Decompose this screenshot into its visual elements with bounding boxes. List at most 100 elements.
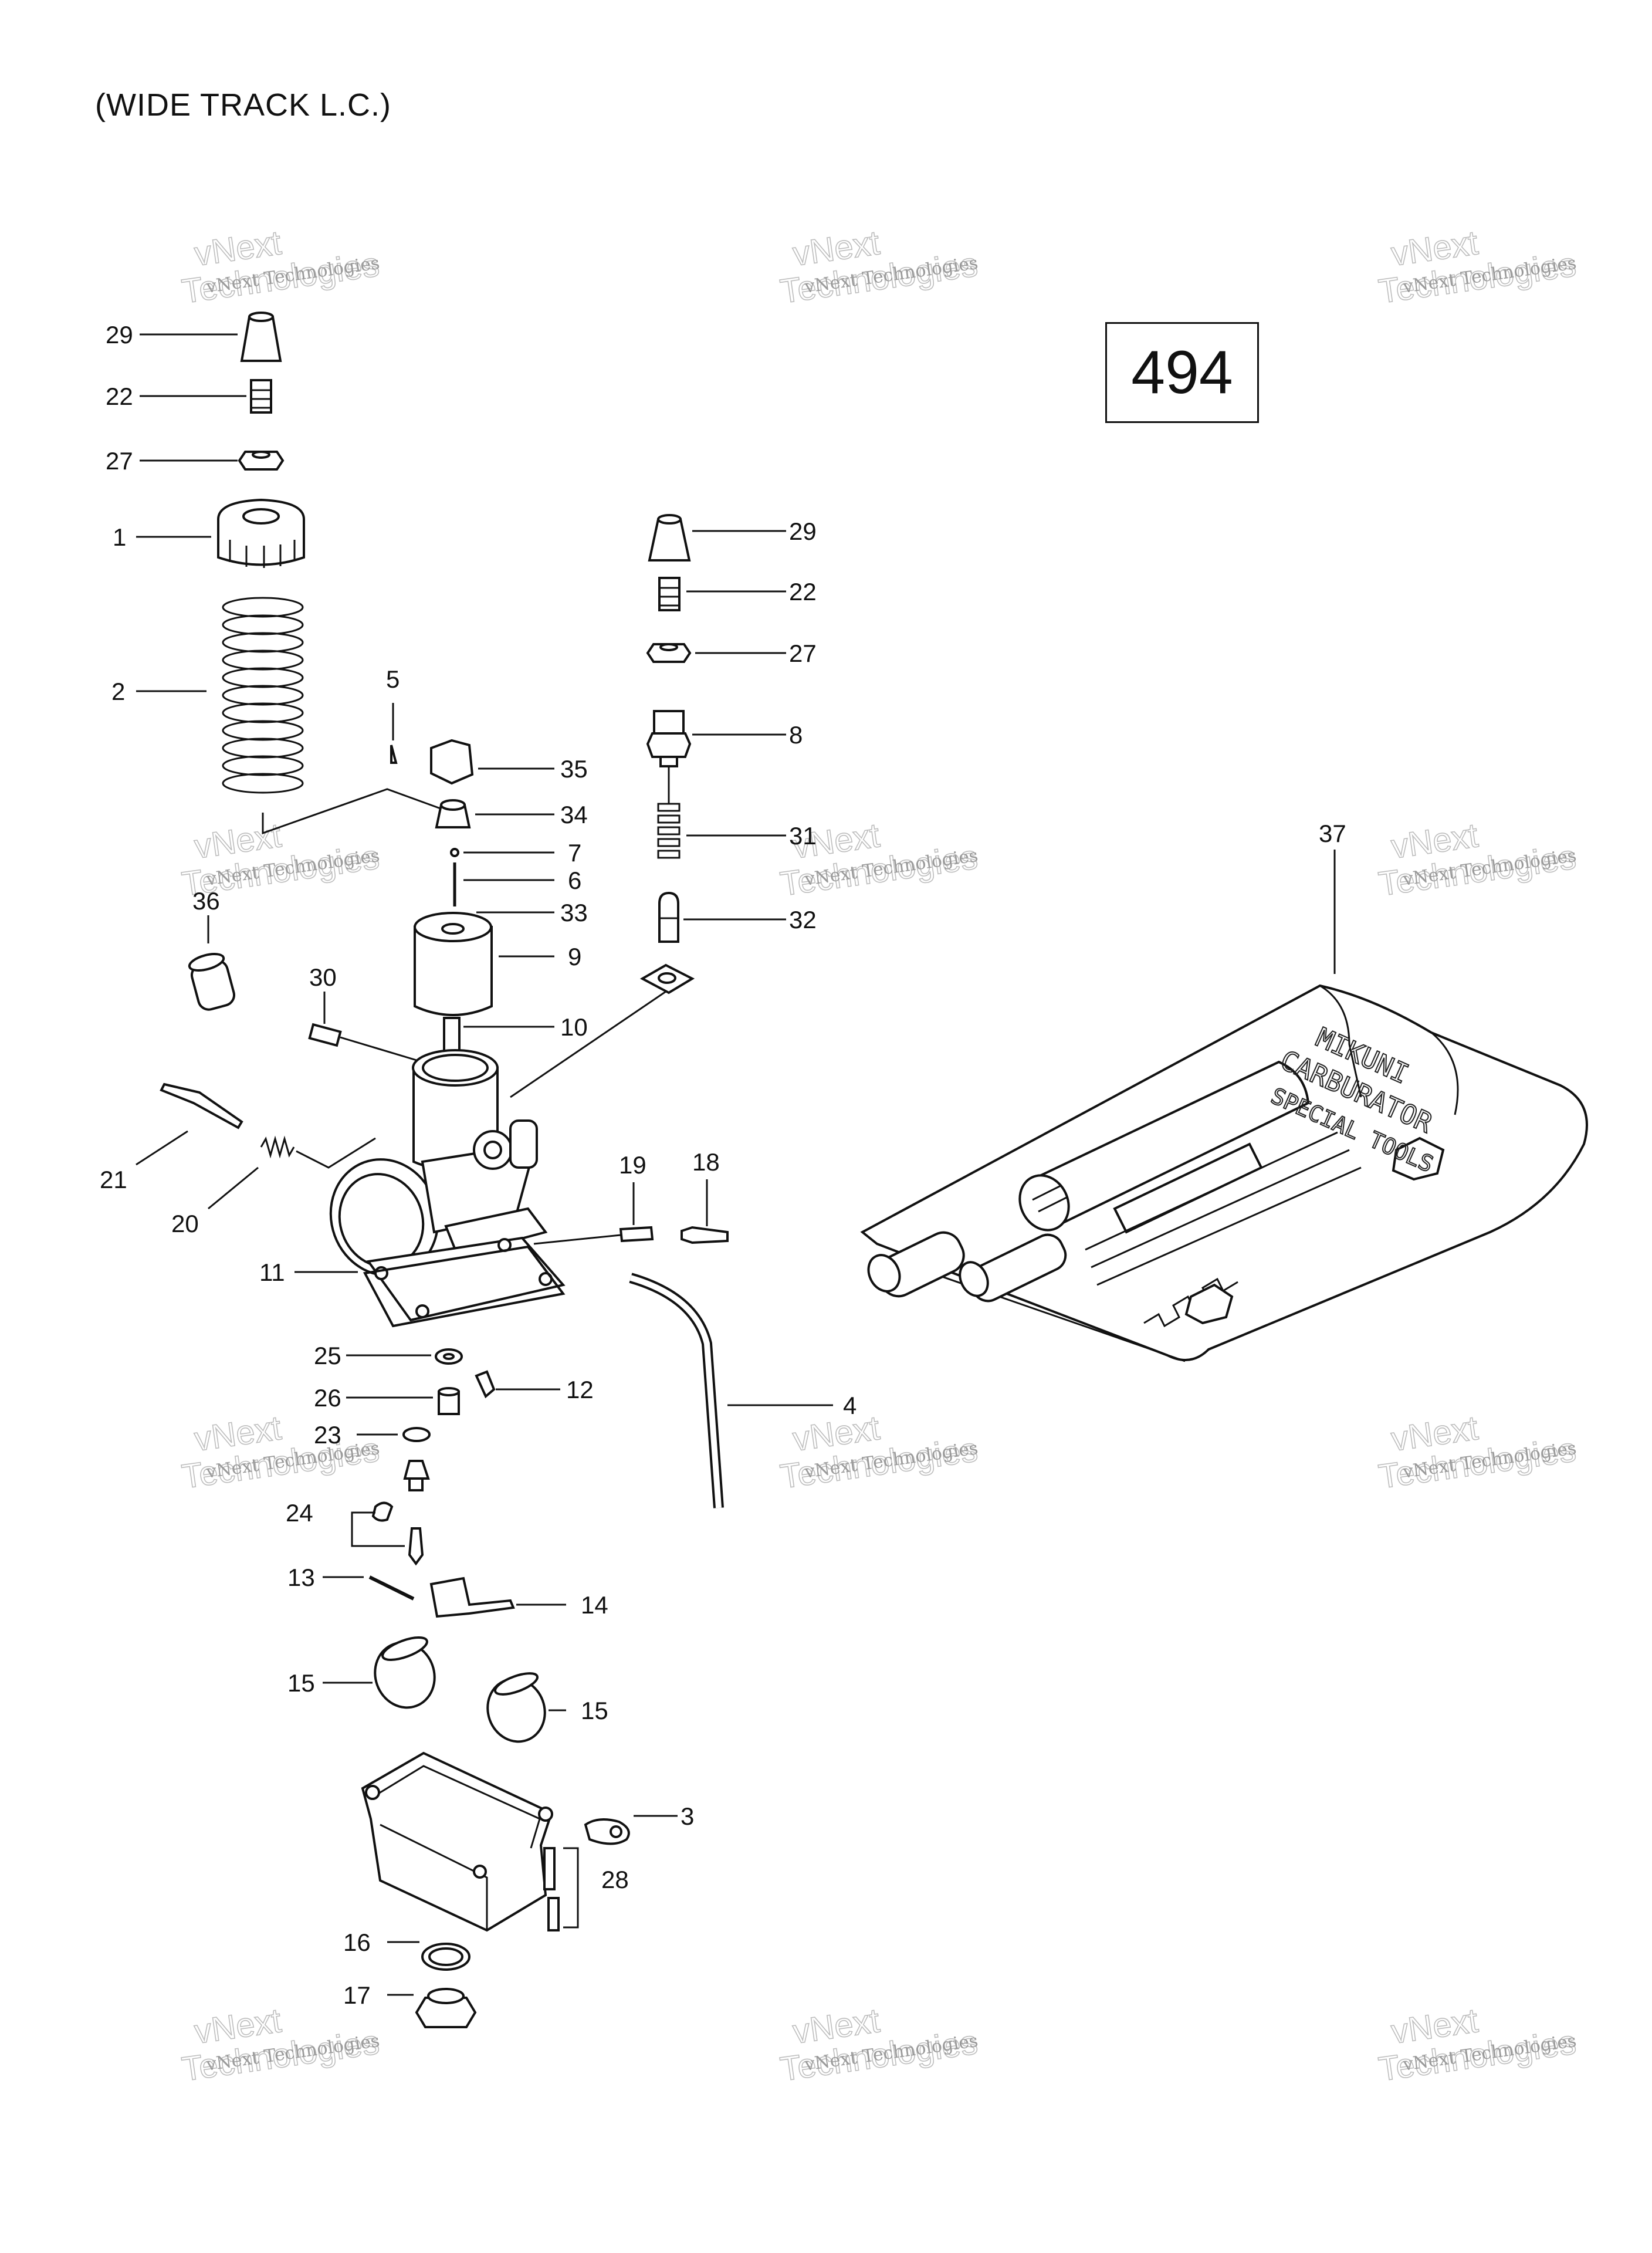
part-37-special-tools-kit: MIKUNI CARBURATOR SPECIAL TOOLS	[860, 984, 1588, 1362]
page-number-box: 494	[1105, 322, 1259, 423]
callout-27-left: 27	[106, 447, 133, 475]
part-body-gasket	[363, 1245, 566, 1328]
part-13-pin	[368, 1575, 415, 1601]
callout-29-left: 29	[106, 321, 133, 349]
watermark: vNext Technologies vNext Technologies	[179, 1408, 382, 1496]
part-35-plate	[430, 739, 474, 785]
part-9-throttle-valve	[414, 912, 493, 1016]
part-32-plunger	[658, 891, 679, 943]
part-36-sleeve	[188, 953, 235, 1011]
callouts: 29 22 27 1 2 5 35 34 7 6 33 9 36 30 10 2…	[100, 321, 1346, 2009]
part-19-screw	[619, 1226, 654, 1243]
callout-17: 17	[343, 1981, 371, 2009]
part-15-float-left	[374, 1636, 436, 1709]
callout-28: 28	[601, 1866, 629, 1893]
part-8-starter-plunger-nut	[646, 710, 692, 767]
watermark: vNext Technologies vNext Technologies	[777, 223, 980, 311]
leader-body-to-needle-jet-seat	[510, 990, 666, 1098]
callout-14: 14	[581, 1591, 608, 1619]
callout-30: 30	[309, 963, 337, 991]
part-17-drain-plug	[415, 1988, 477, 2028]
part-26-main-jet	[438, 1387, 460, 1415]
part-16-gasket	[421, 1943, 470, 1971]
part-29-cap-right	[648, 514, 691, 561]
part-20-spring	[260, 1135, 295, 1159]
part-18-screw	[681, 1226, 729, 1244]
callout-10: 10	[560, 1013, 588, 1041]
part-5-clip	[390, 745, 398, 764]
part-15-float-right	[486, 1672, 546, 1743]
callout-21: 21	[100, 1166, 127, 1193]
part-27-nut-right	[646, 643, 692, 663]
part-25-washer	[435, 1348, 463, 1365]
callout-11: 11	[259, 1259, 285, 1286]
callout-29-right: 29	[789, 517, 817, 545]
part-22-adjuster-right	[658, 577, 681, 611]
callout-5: 5	[386, 665, 400, 693]
part-30-pilot-jet	[308, 1023, 342, 1047]
leader-30-body	[340, 1036, 423, 1063]
callout-36: 36	[192, 887, 220, 915]
part-14-float-arm	[429, 1577, 515, 1618]
callout-22-right: 22	[789, 578, 817, 605]
callout-24: 24	[286, 1499, 313, 1527]
callout-3: 3	[681, 1802, 694, 1830]
part-27-nut-left	[238, 451, 285, 471]
part-24-needle-valve	[371, 1460, 430, 1566]
callout-19: 19	[619, 1151, 646, 1179]
callout-32: 32	[789, 906, 817, 933]
callout-leaders	[136, 333, 1336, 1996]
watermark: vNext Technologies vNext Technologies	[179, 2001, 382, 2089]
callout-6: 6	[568, 867, 581, 894]
part-7-e-ring	[450, 848, 459, 857]
leader-18-19-body	[533, 1234, 621, 1245]
part-11-carburetor-body	[329, 1049, 566, 1322]
callout-8: 8	[789, 721, 803, 749]
watermark: vNext Technologies vNext Technologies	[777, 2001, 980, 2089]
part-29-cap-left	[240, 312, 282, 362]
part-21-air-screw	[160, 1082, 243, 1129]
callout-4: 4	[843, 1392, 857, 1419]
callout-23: 23	[314, 1421, 341, 1449]
part-31-spring	[657, 803, 681, 859]
part-22-adjuster-left	[250, 379, 272, 414]
watermark: vNext Technologies vNext Technologies	[1376, 1408, 1579, 1496]
callout-9: 9	[568, 943, 581, 970]
callout-16: 16	[343, 1929, 371, 1956]
callout-12: 12	[566, 1376, 594, 1403]
callout-7: 7	[568, 839, 581, 867]
watermark: vNext Technologies vNext Technologies	[777, 1408, 980, 1496]
callout-27-right: 27	[789, 640, 817, 667]
callout-15-left: 15	[287, 1669, 315, 1697]
watermark: vNext Technologies vNext Technologies	[777, 816, 980, 904]
callout-25: 25	[314, 1342, 341, 1369]
starter-plunger-seat	[639, 963, 695, 994]
part-34-retainer	[435, 799, 471, 828]
callout-37: 37	[1319, 820, 1346, 847]
part-4-vent-tube	[629, 1273, 724, 1508]
part-2-throttle-spring	[222, 597, 304, 794]
callout-22-left: 22	[106, 383, 133, 410]
watermark: vNext Technologies vNext Technologies	[1376, 2001, 1579, 2089]
callout-31: 31	[789, 822, 817, 850]
spring-to-slide-line	[262, 788, 452, 835]
watermark: vNext Technologies vNext Technologies	[1376, 816, 1579, 904]
part-1-mixing-chamber-top	[217, 498, 305, 568]
part-28-screws	[543, 1847, 560, 1931]
part-23-o-ring	[402, 1427, 431, 1442]
part-float-bowl	[361, 1751, 553, 1932]
callout-15-right: 15	[581, 1697, 608, 1724]
page-title: (WIDE TRACK L.C.)	[95, 87, 392, 123]
callout-35: 35	[560, 755, 588, 783]
part-3-bracket	[584, 1818, 630, 1845]
leader-28-bracket	[563, 1847, 579, 1929]
part-12-pilot-screw	[475, 1370, 496, 1399]
callout-20: 20	[171, 1210, 199, 1237]
callout-33: 33	[560, 899, 588, 926]
callout-34: 34	[560, 801, 588, 828]
callout-2: 2	[111, 678, 125, 705]
watermark: vNext Technologies vNext Technologies	[1376, 223, 1579, 311]
watermark: vNext Technologies vNext Technologies	[179, 223, 382, 311]
callout-13: 13	[287, 1564, 315, 1591]
